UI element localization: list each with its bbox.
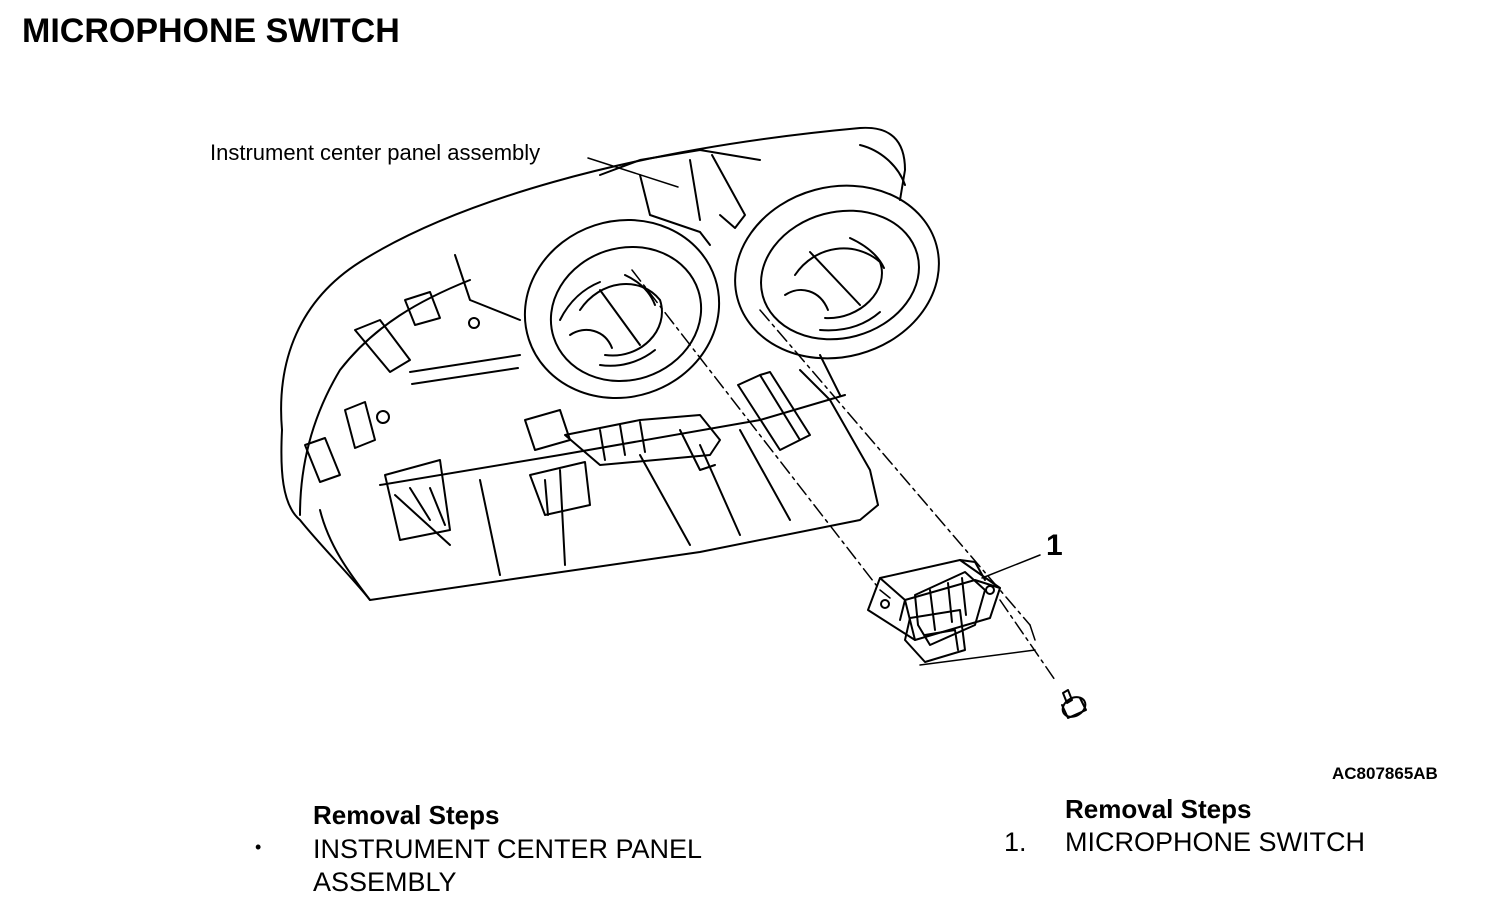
page-title: MICROPHONE SWITCH [22, 12, 400, 50]
left-air-vent-drawing [523, 218, 721, 400]
removal-steps-header: Removal Steps [313, 800, 500, 830]
panel-callout-leader [587, 157, 679, 188]
removal-steps-left: Removal Steps • INSTRUMENT CENTER PANEL … [255, 800, 743, 899]
list-item: 1. MICROPHONE SWITCH [1004, 827, 1365, 858]
list-item: • INSTRUMENT CENTER PANEL ASSEMBLY [255, 833, 743, 899]
microphone-switch-drawing [867, 559, 1001, 663]
screw-drawing [1061, 689, 1087, 719]
figure-code: AC807865AB [1332, 764, 1438, 783]
item-1-callout-leader [981, 554, 1041, 579]
step-number: 1. [1004, 827, 1027, 857]
item-1-callout-number: 1 [1046, 529, 1063, 562]
right-air-vent-drawing [734, 184, 940, 360]
panel-callout-label: Instrument center panel assembly [210, 140, 540, 165]
step-text: MICROPHONE SWITCH [1065, 827, 1365, 857]
step-text: INSTRUMENT CENTER PANEL ASSEMBLY [313, 834, 702, 897]
removal-steps-right: Removal Steps 1. MICROPHONE SWITCH [1004, 794, 1365, 858]
bullet-marker: • [255, 837, 262, 857]
assembly-leader-lines [631, 269, 1031, 626]
instrument-center-panel-drawing [280, 126, 906, 601]
removal-steps-header: Removal Steps [1065, 794, 1252, 824]
